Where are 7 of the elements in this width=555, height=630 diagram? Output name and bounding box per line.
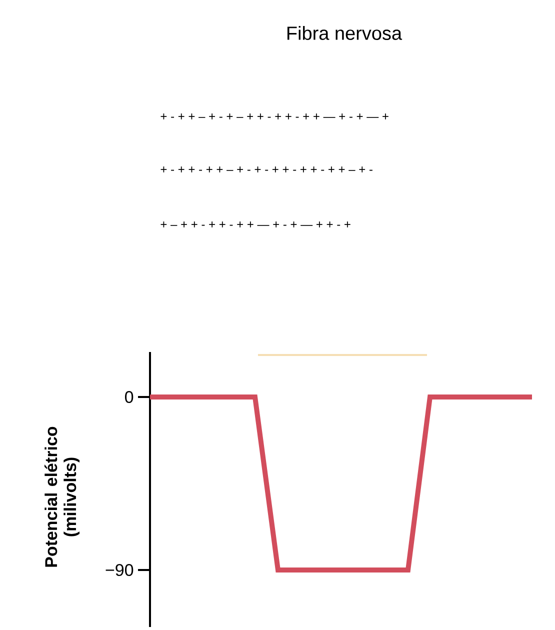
tick-label: −90 <box>106 564 134 576</box>
title: Fibra nervosa <box>287 26 402 40</box>
charge-signs: + - + + - + + – + - + - + + - + + - + + – + - <box>160 166 372 172</box>
axis-title: Potencial elétrico (milivolts) <box>44 426 80 567</box>
charge-signs: + – + + - + + - + + — + - + — + + - + <box>160 222 350 228</box>
tick-label: 0 <box>125 390 134 404</box>
charge-signs: + - + + – + - + – + + - + + - + + — + - + — + <box>160 114 388 120</box>
